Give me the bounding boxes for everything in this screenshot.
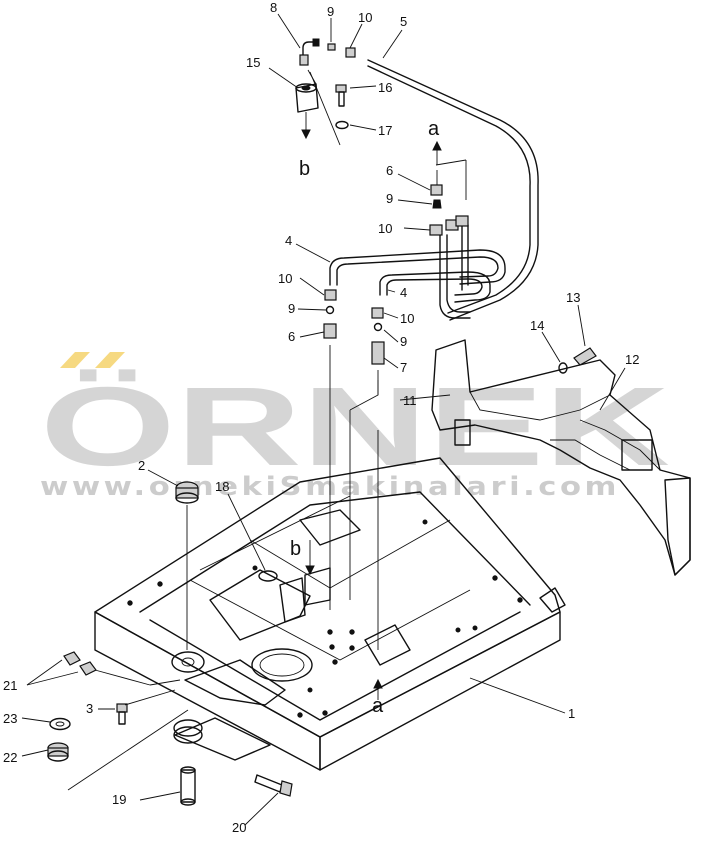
callout-11: 11 [403, 393, 417, 408]
callout-6-upper: 6 [386, 163, 393, 178]
callout-22: 22 [3, 750, 17, 765]
callout-16: 16 [378, 80, 392, 95]
elbow-and-filter [295, 38, 356, 146]
fittings-left [323, 289, 385, 650]
clamp-18 [258, 567, 331, 623]
callout-9-top: 9 [327, 4, 334, 19]
callout-20: 20 [232, 820, 246, 835]
callout-5: 5 [400, 14, 407, 29]
bushing-22 [47, 742, 69, 762]
watermark-brand: ÖRNEK [40, 364, 670, 489]
callout-2: 2 [138, 458, 145, 473]
callout-10-lower: 10 [278, 271, 292, 286]
arrow-label-b-frame: b [290, 538, 301, 560]
callout-18: 18 [215, 479, 229, 494]
hinge-assembly [171, 651, 205, 744]
callout-6-lower: 6 [288, 329, 295, 344]
callout-4-lower: 4 [400, 285, 407, 300]
callout-14: 14 [530, 318, 544, 333]
callout-15: 15 [246, 55, 260, 70]
callout-10-right: 10 [400, 311, 414, 326]
arrow-a-top [432, 140, 442, 165]
frame-arrows [305, 540, 383, 700]
callout-12: 12 [625, 352, 639, 367]
hose-4 [329, 224, 506, 319]
watermark-accent-left [60, 352, 90, 368]
leader-lines [21, 13, 626, 826]
callout-labels: 1 2 3 4 4 5 6 6 7 8 9 9 9 9 10 10 10 10 … [3, 0, 639, 835]
callout-9-right: 9 [400, 334, 407, 349]
cap-2 [175, 481, 199, 650]
watermark: ÖRNEK www.ornekiSmakinalari.com [40, 352, 670, 502]
callout-23: 23 [3, 711, 17, 726]
callout-17: 17 [378, 123, 392, 138]
arrow-label-a-top: a [428, 118, 440, 140]
watermark-accent-right [95, 352, 125, 368]
callout-13: 13 [566, 290, 580, 305]
nuts-21 [63, 651, 181, 686]
callout-10-top: 10 [358, 10, 372, 25]
callout-19: 19 [112, 792, 126, 807]
callout-8: 8 [270, 0, 277, 15]
bolt-3 [116, 689, 176, 725]
callout-4-upper: 4 [285, 233, 292, 248]
bolt-20 [254, 774, 293, 797]
callout-9-lower: 9 [288, 301, 295, 316]
arrow-label-b-top: b [299, 158, 310, 180]
callout-1: 1 [568, 706, 575, 721]
callout-3: 3 [86, 701, 93, 716]
callout-10-mid: 10 [378, 221, 392, 236]
washer-23 [49, 717, 71, 731]
arrow-labels: a b a b [290, 118, 440, 717]
pin-19 [67, 709, 196, 806]
hose-5 [367, 59, 539, 321]
cover-bracket-12 [431, 339, 691, 576]
callout-7: 7 [400, 360, 407, 375]
fittings-upper [429, 159, 469, 236]
arrow-label-a-frame: a [372, 695, 384, 717]
callout-21: 21 [3, 678, 17, 693]
callout-9-mid: 9 [386, 191, 393, 206]
